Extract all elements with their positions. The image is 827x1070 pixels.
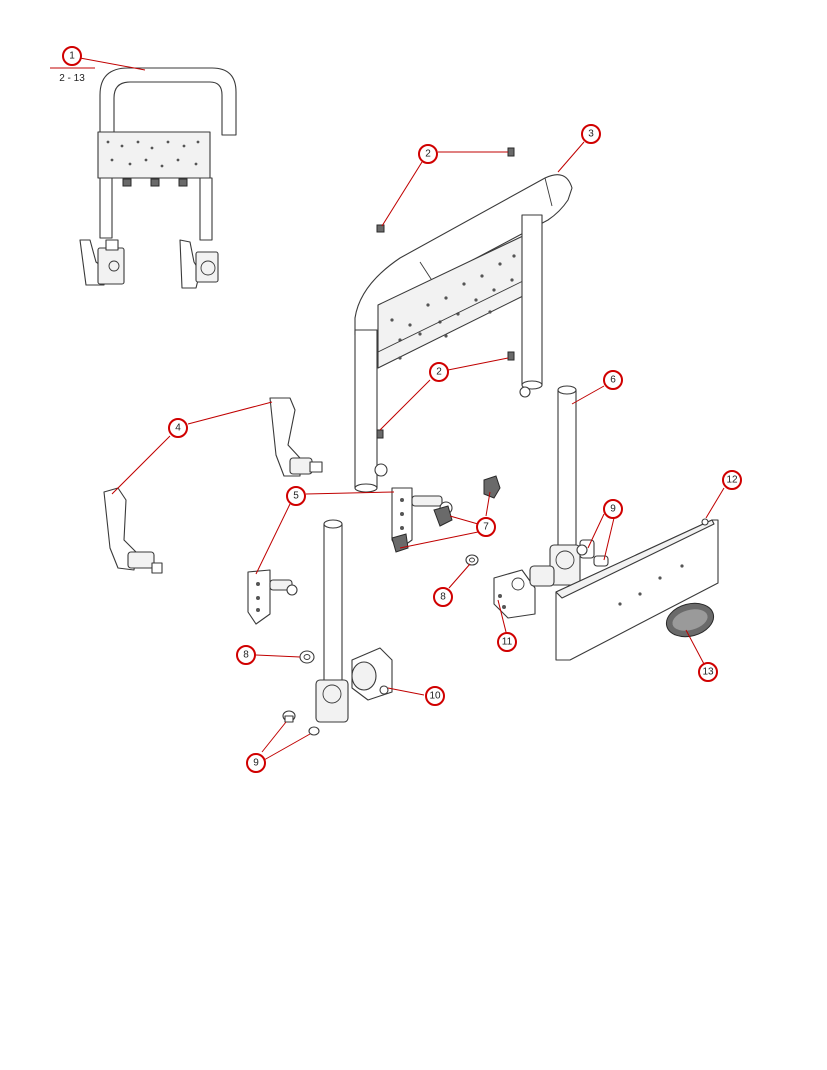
callout-2-middle: 2 (429, 362, 449, 382)
callout-11: 11 (497, 632, 517, 652)
callout-4: 4 (168, 418, 188, 438)
washers-item-8 (299, 554, 479, 664)
clamp-levers-item-4 (103, 397, 323, 574)
svg-text:3: 3 (588, 129, 594, 140)
brackets-item-5 (247, 487, 453, 625)
callout-1: 1 (62, 46, 82, 66)
callout-5: 5 (286, 486, 306, 506)
svg-text:5: 5 (293, 491, 299, 502)
svg-text:9: 9 (253, 758, 259, 769)
svg-text:8: 8 (243, 650, 249, 661)
callout-7: 7 (476, 517, 496, 537)
svg-text:9: 9 (610, 504, 616, 515)
bracket-plate-item-12 (555, 518, 719, 661)
callout-9-lower: 9 (246, 753, 266, 773)
svg-text:2: 2 (436, 367, 442, 378)
callout-6: 6 (603, 370, 623, 390)
collar-item-10 (351, 647, 393, 701)
screws-item-9-lower (282, 710, 320, 736)
screws-item-9-upper (576, 544, 609, 567)
svg-text:6: 6 (610, 375, 616, 386)
screws-item-2 (376, 147, 515, 439)
post-left (315, 519, 349, 723)
callout-3: 3 (581, 124, 601, 144)
svg-text:13: 13 (702, 667, 714, 678)
svg-text:7: 7 (483, 522, 489, 533)
svg-text:11: 11 (502, 637, 513, 648)
svg-text:1: 1 (69, 51, 75, 62)
handle-frame (354, 174, 573, 493)
callout-8-upper: 8 (433, 587, 453, 607)
svg-text:10: 10 (429, 691, 441, 702)
callout-2-top: 2 (418, 144, 438, 164)
callout-1-range-label: 2 - 13 (59, 73, 85, 84)
callout-8-lower: 8 (236, 645, 256, 665)
callout-13: 13 (698, 662, 718, 682)
mount-plate-item-11 (493, 565, 555, 619)
svg-text:8: 8 (440, 592, 446, 603)
callout-10: 10 (425, 686, 445, 706)
svg-text:12: 12 (726, 475, 738, 486)
svg-text:2: 2 (425, 149, 431, 160)
callout-9-upper: 9 (603, 499, 623, 519)
callout-12: 12 (722, 470, 742, 490)
post-item-6 (549, 385, 595, 586)
label-item-13 (665, 602, 715, 638)
leader-lines (50, 57, 725, 761)
assembled-unit-inset (79, 67, 237, 289)
svg-text:4: 4 (175, 423, 181, 434)
plate-holes (106, 140, 200, 168)
